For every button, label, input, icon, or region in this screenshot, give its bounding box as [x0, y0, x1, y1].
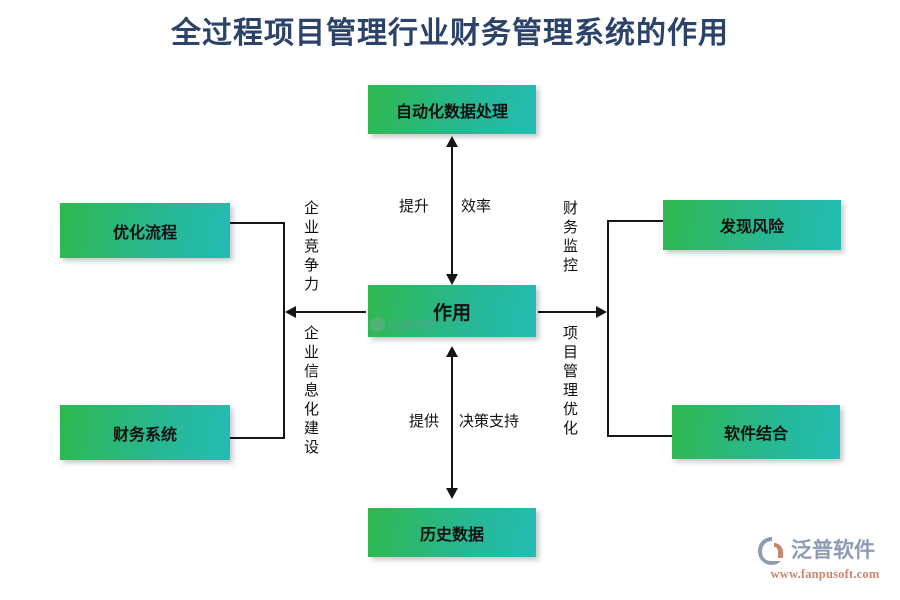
- arrowhead-bottom-down: [446, 488, 458, 499]
- edge-label-provide: 提供: [409, 413, 440, 430]
- brand-logo: 泛普软件 www.fanpusoft.com: [757, 536, 893, 582]
- edge-label-enterprise-informatization: 企业信息化建设: [302, 325, 319, 458]
- arrowhead-right: [596, 306, 607, 318]
- arrowhead-top-up: [446, 136, 458, 147]
- fanpu-logo-icon: [757, 536, 787, 566]
- node-automated-data-processing[interactable]: 自动化数据处理: [368, 85, 536, 134]
- node-label: 优化流程: [112, 224, 177, 242]
- node-optimize-process[interactable]: 优化流程: [60, 203, 230, 258]
- node-financial-system[interactable]: 财务系统: [60, 405, 230, 460]
- node-label: 作用: [432, 302, 471, 324]
- node-software-integration[interactable]: 软件结合: [672, 405, 840, 459]
- arrowhead-top-down: [446, 274, 458, 285]
- edge-label-efficiency: 效率: [461, 198, 492, 215]
- arrowhead-bottom-up: [446, 346, 458, 357]
- connector-right-top-branch: [607, 220, 665, 222]
- connector-left-bottom-branch: [230, 437, 285, 439]
- arrowhead-left: [285, 306, 296, 318]
- connector-center-bottom: [451, 355, 453, 492]
- edge-label-project-management-optimization: 项目管理优化: [561, 325, 578, 439]
- node-label: 财务系统: [112, 426, 177, 444]
- connector-right-trunk: [607, 220, 609, 435]
- node-label: 发现风险: [719, 219, 784, 236]
- node-discover-risk[interactable]: 发现风险: [663, 200, 841, 250]
- node-center-role[interactable]: 作用: [368, 285, 536, 337]
- connector-right-bottom-branch: [607, 435, 674, 437]
- edge-label-enterprise-competitiveness: 企业竞争力: [302, 200, 319, 295]
- page-title: 全过程项目管理行业财务管理系统的作用: [171, 17, 729, 50]
- node-label: 历史数据: [419, 526, 484, 544]
- brand-logo-url: www.fanpusoft.com: [770, 567, 880, 581]
- brand-logo-name: 泛普软件: [791, 539, 875, 562]
- edge-label-improve: 提升: [399, 198, 430, 215]
- connector-center-to-right: [538, 311, 598, 313]
- connector-left-top-branch: [230, 222, 285, 224]
- node-label: 软件结合: [723, 426, 788, 443]
- connector-left-trunk: [283, 222, 285, 439]
- connector-center-to-left: [295, 311, 366, 313]
- node-label: 自动化数据处理: [395, 103, 508, 121]
- edge-label-financial-monitoring: 财务监控: [561, 200, 578, 276]
- edge-label-decision-support: 决策支持: [459, 413, 520, 430]
- node-historical-data[interactable]: 历史数据: [368, 508, 536, 557]
- connector-top-center: [451, 145, 453, 278]
